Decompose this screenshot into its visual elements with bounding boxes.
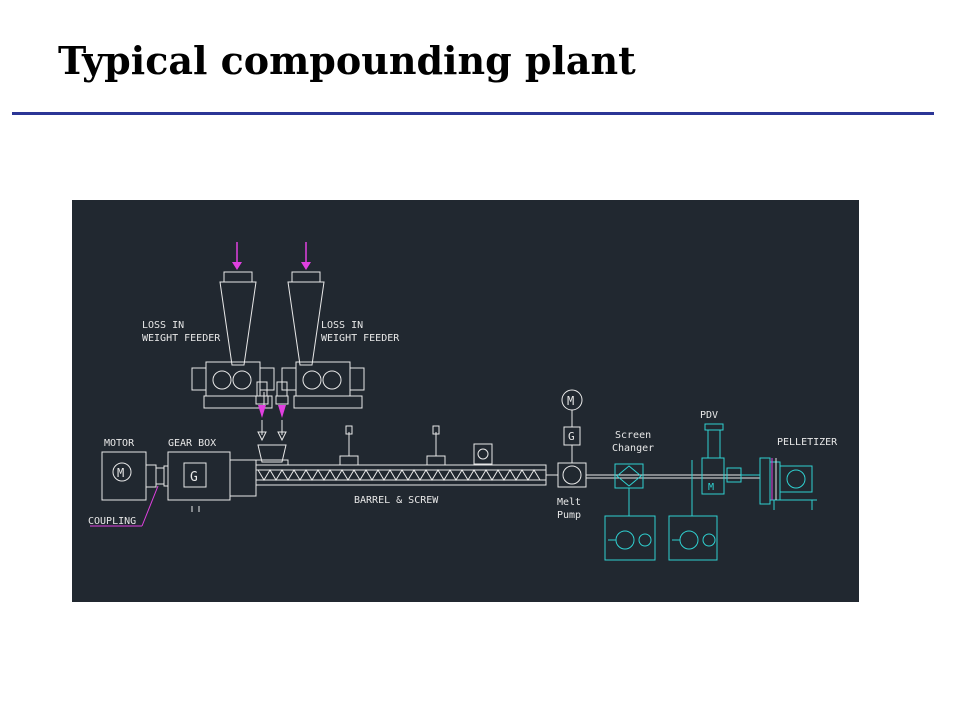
melt-pump-label-line2: Pump [557,510,581,521]
melt-pump [546,389,587,488]
feeder-1 [191,242,275,409]
melt-pump-motor-symbol: M [567,394,574,408]
feeder-1-label-line2: WEIGHT FEEDER [142,333,221,344]
pelletizer [726,457,817,510]
plant-diagram: LOSS IN WEIGHT FEEDER LOSS IN WEIGHT FEE… [72,200,859,602]
melt-pump-gear-symbol: G [568,430,575,443]
feeder-2 [275,242,365,409]
feeder-2-label-line1: LOSS IN [321,320,363,331]
screen-changer-label-line1: Screen [615,430,651,441]
barrel-and-screw [255,425,547,486]
feeder-2-label-line2: WEIGHT FEEDER [321,333,400,344]
motor-label: MOTOR [104,438,135,449]
feed-arrow-2 [278,405,286,418]
barrel-label: BARREL & SCREW [354,495,439,506]
page-title: Typical compounding plant [58,38,636,83]
gear-box [167,451,257,512]
feed-arrow-1 [258,405,266,418]
coupling [155,465,169,487]
pelletizer-label: PELLETIZER [777,437,838,448]
gear-symbol: G [190,470,198,485]
pdv-valve [668,423,725,561]
coupling-label: COUPLING [88,516,136,527]
melt-pump-label-line1: Melt [557,497,581,508]
screen-changer-label-line2: Changer [612,443,654,454]
motor [101,451,157,501]
motor-symbol: M [117,466,124,480]
pdv-label: PDV [700,410,718,421]
pdv-motor-symbol: M [708,482,714,493]
title-underline [12,112,934,115]
feeder-1-label-line1: LOSS IN [142,320,184,331]
gear-box-label: GEAR BOX [168,438,216,449]
screen-changer [604,463,656,561]
